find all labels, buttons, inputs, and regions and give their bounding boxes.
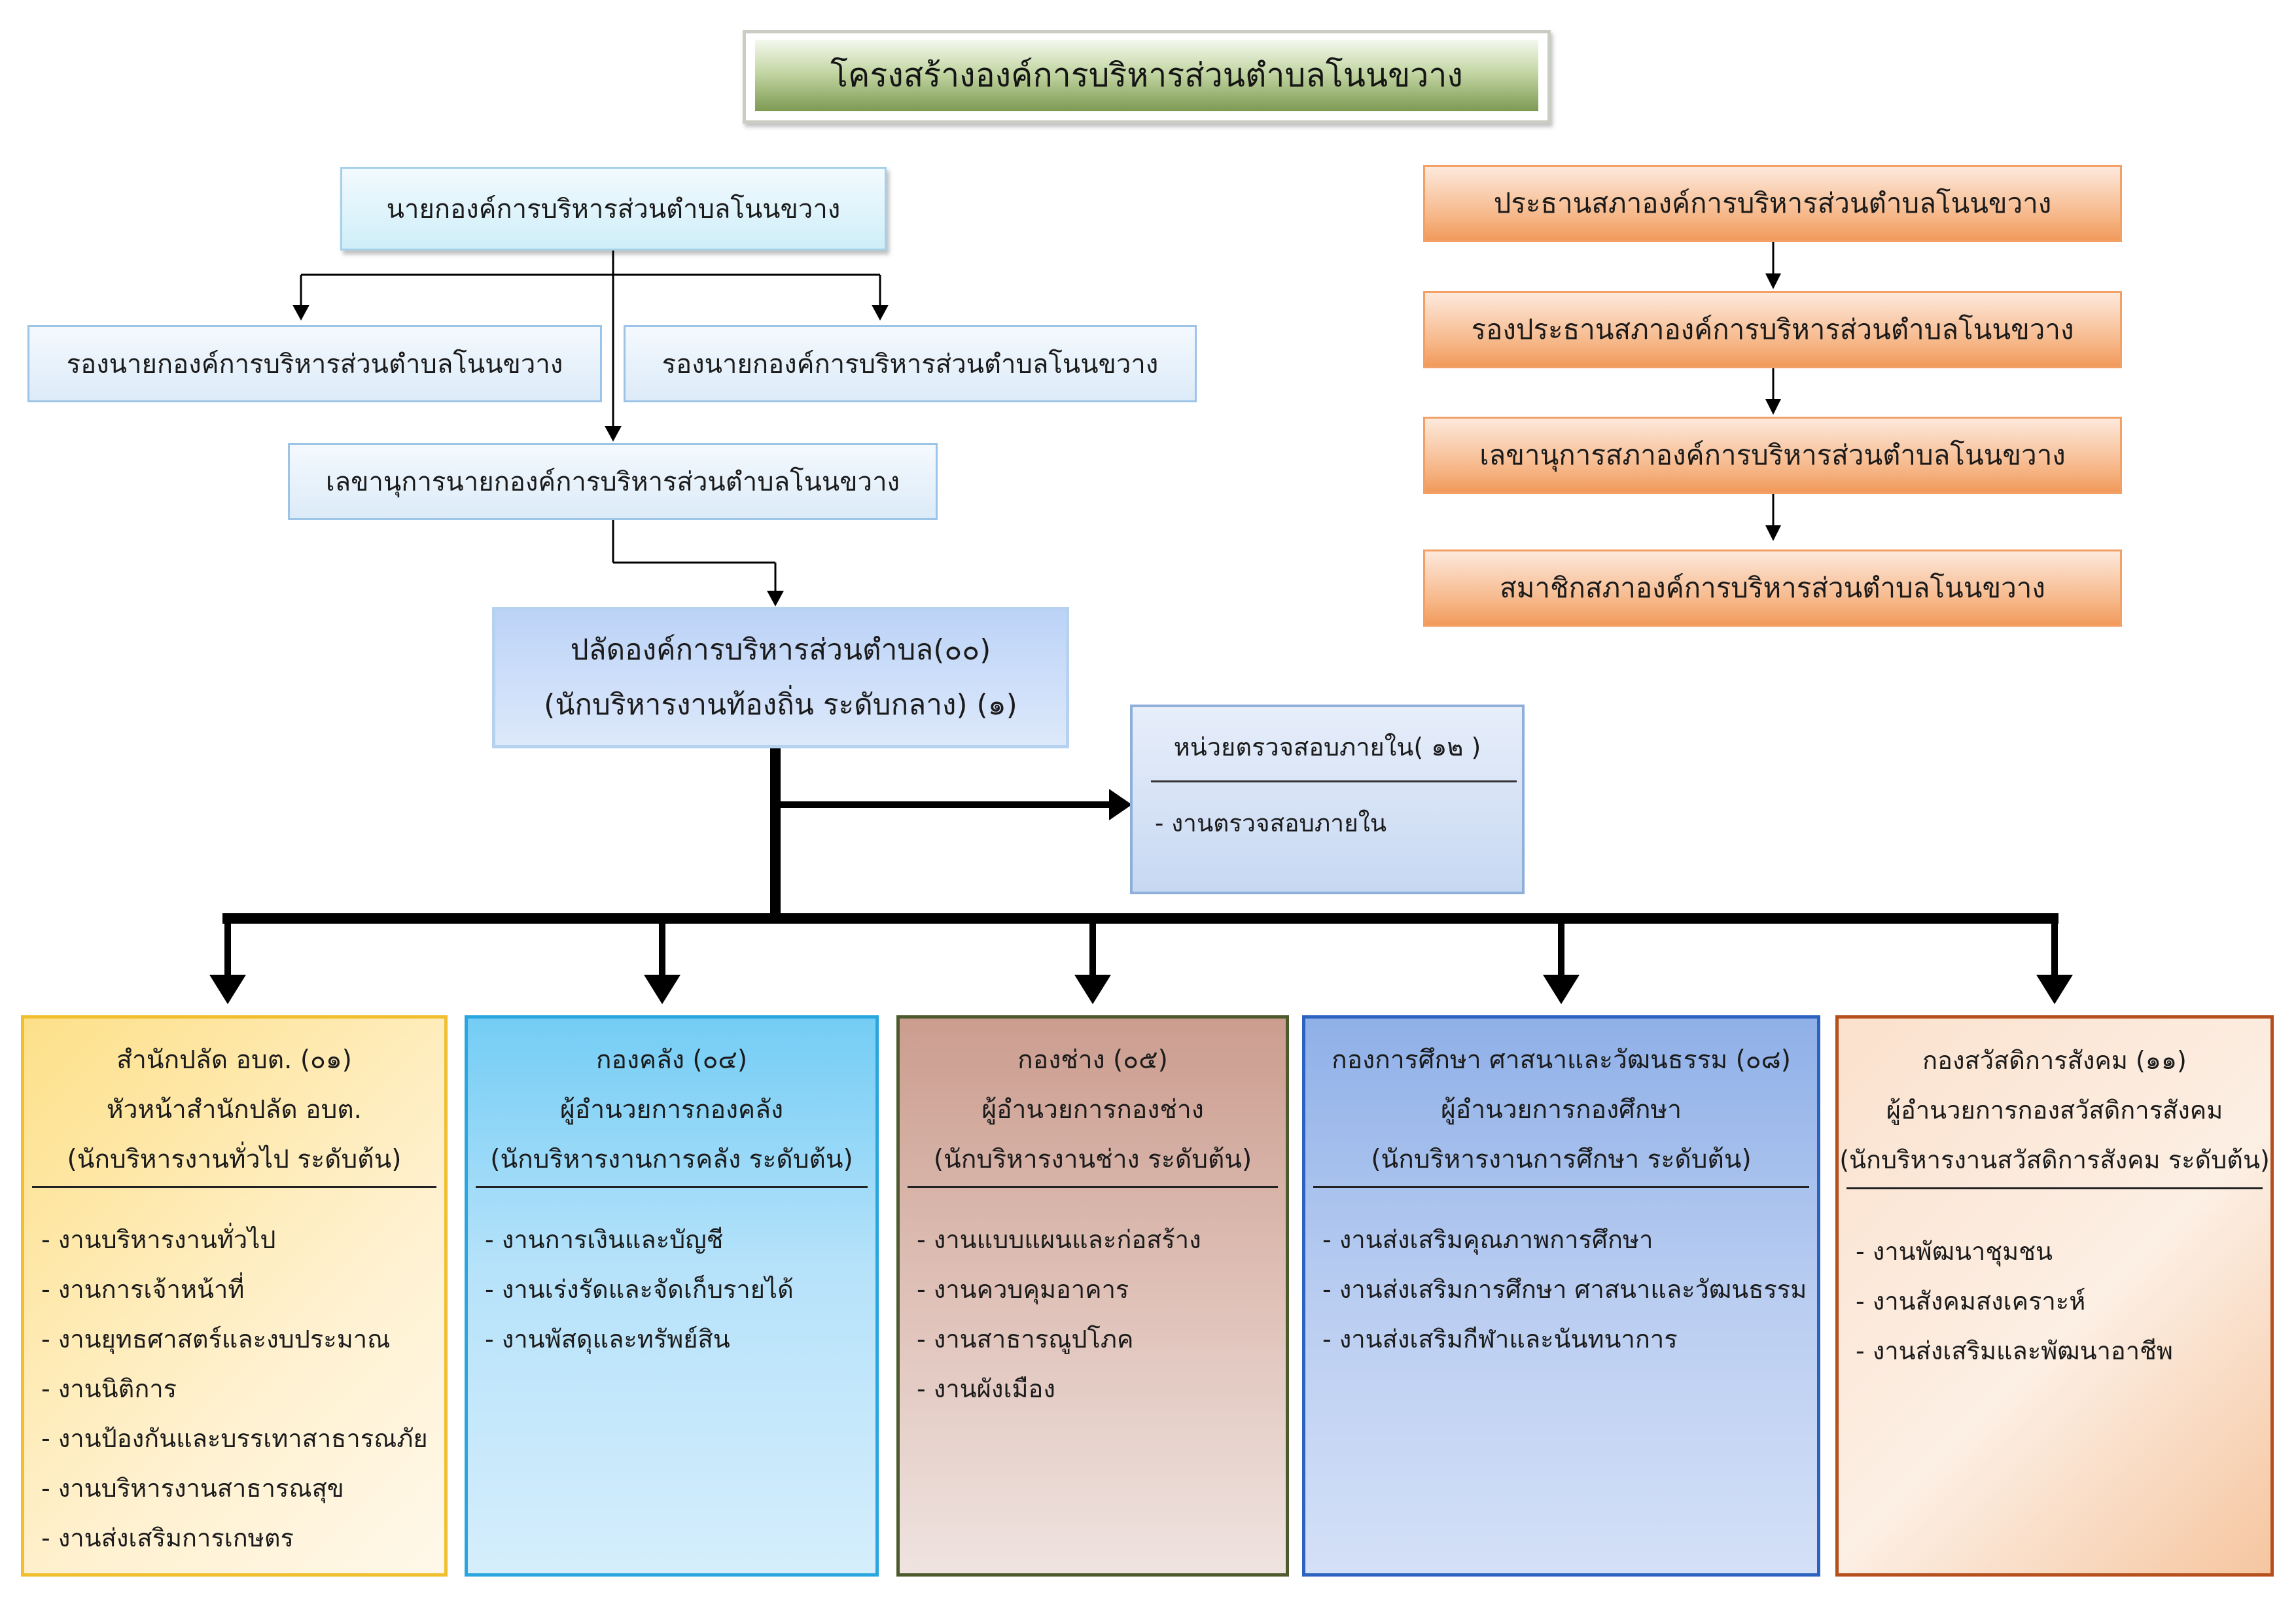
permanent-secretary-rank: (นักบริหารงานท้องถิ่น ระดับกลาง) (๑) xyxy=(544,688,1017,722)
mayor-secretary-label: เลขานุการนายกองค์การบริหารส่วนตำบลโนนขวา… xyxy=(325,467,900,497)
list-item: - งานส่งเสริมการเกษตร xyxy=(41,1524,294,1552)
department-divider xyxy=(908,1186,1278,1188)
permanent-secretary-box: ปลัดองค์การบริหารส่วนตำบล(๐๐) (นักบริหาร… xyxy=(492,607,1069,748)
deputy-mayor-left-label: รองนายกองค์การบริหารส่วนตำบลโนนขวาง xyxy=(66,349,563,379)
department-rank: (นักบริหารงานช่าง ระดับต้น) xyxy=(933,1145,1252,1174)
executive-connectors xyxy=(300,251,881,592)
mayor-box: นายกองค์การบริหารส่วนตำบลโนนขวาง xyxy=(340,167,887,251)
department-header: กองสวัสดิการสังคม (๑๑) ผู้อำนวยการกองสวั… xyxy=(1839,1036,2270,1185)
list-item: - งานผังเมือง xyxy=(917,1374,1055,1403)
list-item: - งานบริหารงานสาธารณสุข xyxy=(41,1474,344,1503)
list-item: - งานแบบแผนและก่อสร้าง xyxy=(917,1225,1201,1254)
list-item: - งานส่งเสริมและพัฒนาอาชีพ xyxy=(1856,1336,2173,1365)
department-head: ผู้อำนวยการกองสวัสดิการสังคม xyxy=(1886,1096,2223,1125)
council-secretary-label: เลขานุการสภาองค์การบริหารส่วนตำบลโนนขวาง xyxy=(1479,439,2066,471)
department-rank: (นักบริหารงานการคลัง ระดับต้น) xyxy=(490,1145,853,1174)
department-rank: (นักบริหารงานทั่วไป ระดับต้น) xyxy=(67,1145,402,1174)
list-item: - งานสังคมสงเคราะห์ xyxy=(1856,1287,2086,1316)
department-name: กองสวัสดิการสังคม (๑๑) xyxy=(1922,1046,2187,1075)
department-rank: (นักบริหารงานการศึกษา ระดับต้น) xyxy=(1371,1145,1752,1174)
list-item: - งานพัสดุและทรัพย์สิน xyxy=(485,1325,730,1353)
list-item: - งานส่งเสริมคุณภาพการศึกษา xyxy=(1322,1225,1653,1254)
department-office-of-permanent-secretary: สำนักปลัด อบต. (๐๑) หัวหน้าสำนักปลัด อบต… xyxy=(21,1015,448,1577)
department-name: สำนักปลัด อบต. (๐๑) xyxy=(116,1045,352,1075)
council-vice-chair-label: รองประธานสภาองค์การบริหารส่วนตำบลโนนขวาง xyxy=(1471,313,2074,345)
list-item: - งานนิติการ xyxy=(41,1374,177,1403)
list-item: - งานควบคุมอาคาร xyxy=(917,1275,1129,1304)
list-item: - งานการเงินและบัญชี xyxy=(485,1225,724,1254)
department-social-welfare: กองสวัสดิการสังคม (๑๑) ผู้อำนวยการกองสวั… xyxy=(1835,1015,2274,1577)
department-task-list: - งานพัฒนาชุมชน - งานสังคมสงเคราะห์ - งา… xyxy=(1856,1227,2265,1376)
department-education: กองการศึกษา ศาสนาและวัฒนธรรม (๐๘) ผู้อำน… xyxy=(1302,1015,1820,1577)
department-rank: (นักบริหารงานสวัสดิการสังคม ระดับต้น) xyxy=(1839,1145,2270,1174)
internal-audit-box: หน่วยตรวจสอบภายใน( ๑๒ ) - งานตรวจสอบภายใ… xyxy=(1130,705,1525,894)
mayor-secretary-box: เลขานุการนายกองค์การบริหารส่วนตำบลโนนขวา… xyxy=(288,443,938,520)
internal-audit-divider xyxy=(1151,780,1517,782)
department-divider xyxy=(32,1186,436,1188)
department-task-list: - งานการเงินและบัญชี - งานเร่งรัดและจัดเ… xyxy=(485,1215,870,1364)
department-finance: กองคลัง (๐๔) ผู้อำนวยการกองคลัง (นักบริห… xyxy=(465,1015,879,1577)
department-name: กองการศึกษา ศาสนาและวัฒนธรรม (๐๘) xyxy=(1332,1045,1791,1075)
department-head: ผู้อำนวยการกองช่าง xyxy=(981,1095,1204,1125)
council-chair-box: ประธานสภาองค์การบริหารส่วนตำบลโนนขวาง xyxy=(1423,165,2122,242)
department-divider xyxy=(1846,1187,2263,1189)
department-header: สำนักปลัด อบต. (๐๑) หัวหน้าสำนักปลัด อบต… xyxy=(24,1036,444,1185)
internal-audit-title: หน่วยตรวจสอบภายใน( ๑๒ ) xyxy=(1173,733,1481,761)
page-title: โครงสร้างองค์การบริหารส่วนตำบลโนนขวาง xyxy=(830,56,1463,94)
deputy-mayor-right-box: รองนายกองค์การบริหารส่วนตำบลโนนขวาง xyxy=(624,325,1197,402)
department-divider xyxy=(1313,1186,1809,1188)
list-item: - งานเร่งรัดและจัดเก็บรายได้ xyxy=(485,1275,794,1304)
deputy-mayor-right-label: รองนายกองค์การบริหารส่วนตำบลโนนขวาง xyxy=(662,349,1159,379)
mayor-label: นายกองค์การบริหารส่วนตำบลโนนขวาง xyxy=(386,194,841,224)
list-item: - งานการเจ้าหน้าที่ xyxy=(41,1275,245,1304)
list-item: - งานพัฒนาชุมชน xyxy=(1856,1237,2053,1266)
department-name: กองคลัง (๐๔) xyxy=(595,1045,748,1075)
department-header: กองคลัง (๐๔) ผู้อำนวยการกองคลัง (นักบริห… xyxy=(468,1036,875,1185)
department-head: ผู้อำนวยการกองคลัง xyxy=(559,1095,784,1125)
council-vice-chair-box: รองประธานสภาองค์การบริหารส่วนตำบลโนนขวาง xyxy=(1423,291,2122,368)
council-secretary-box: เลขานุการสภาองค์การบริหารส่วนตำบลโนนขวาง xyxy=(1423,417,2122,494)
department-header: กองการศึกษา ศาสนาและวัฒนธรรม (๐๘) ผู้อำน… xyxy=(1305,1036,1817,1185)
list-item: - งานบริหารงานทั่วไป xyxy=(41,1225,276,1254)
permanent-secretary-title: ปลัดองค์การบริหารส่วนตำบล(๐๐) xyxy=(570,633,991,667)
list-item: - งานส่งเสริมการศึกษา ศาสนาและวัฒนธรรม xyxy=(1322,1275,1807,1304)
list-item: - งานส่งเสริมกีฬาและนันทนาการ xyxy=(1322,1325,1678,1353)
department-head: หัวหน้าสำนักปลัด อบต. xyxy=(106,1095,362,1125)
list-item: - งานยุทธศาสตร์และงบประมาณ xyxy=(41,1325,391,1353)
council-members-box: สมาชิกสภาองค์การบริหารส่วนตำบลโนนขวาง xyxy=(1423,550,2122,627)
title-banner: โครงสร้างองค์การบริหารส่วนตำบลโนนขวาง xyxy=(743,30,1551,124)
internal-audit-item: - งานตรวจสอบภายใน xyxy=(1155,809,1387,837)
council-members-label: สมาชิกสภาองค์การบริหารส่วนตำบลโนนขวาง xyxy=(1500,572,2045,604)
department-task-list: - งานบริหารงานทั่วไป - งานการเจ้าหน้าที่… xyxy=(41,1215,439,1563)
department-engineering: กองช่าง (๐๕) ผู้อำนวยการกองช่าง (นักบริห… xyxy=(896,1015,1289,1577)
deputy-mayor-left-box: รองนายกองค์การบริหารส่วนตำบลโนนขวาง xyxy=(27,325,602,402)
department-header: กองช่าง (๐๕) ผู้อำนวยการกองช่าง (นักบริห… xyxy=(900,1036,1286,1185)
department-name: กองช่าง (๐๕) xyxy=(1017,1045,1168,1075)
list-item: - งานสาธารณูปโภค xyxy=(917,1325,1134,1353)
department-divider xyxy=(476,1186,868,1188)
department-head: ผู้อำนวยการกองศึกษา xyxy=(1440,1095,1682,1125)
list-item: - งานป้องกันและบรรเทาสาธารณภัย xyxy=(41,1424,428,1453)
department-task-list: - งานแบบแผนและก่อสร้าง - งานควบคุมอาคาร … xyxy=(917,1215,1280,1414)
council-chair-label: ประธานสภาองค์การบริหารส่วนตำบลโนนขวาง xyxy=(1493,187,2052,219)
department-task-list: - งานส่งเสริมคุณภาพการศึกษา - งานส่งเสริ… xyxy=(1322,1215,1812,1364)
